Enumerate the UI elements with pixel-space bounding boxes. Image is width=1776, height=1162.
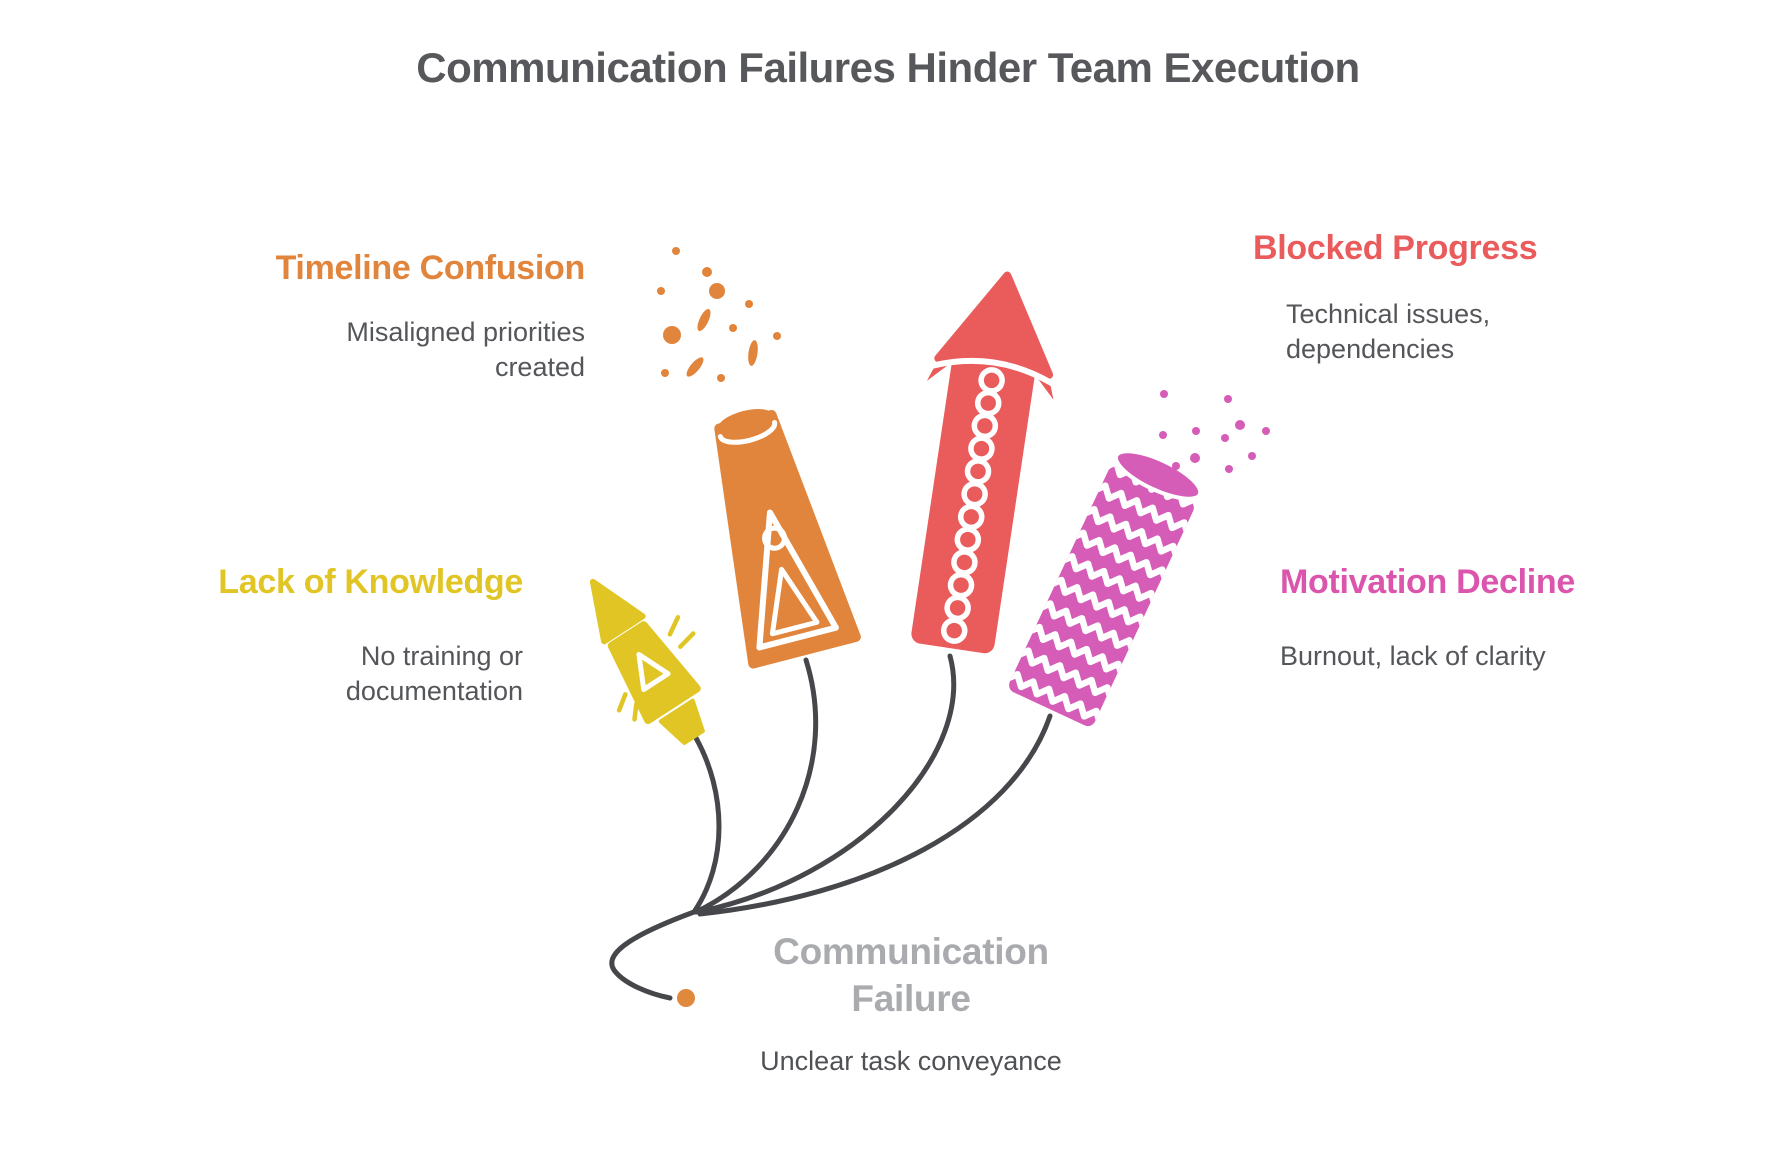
center-label: Communication Failure bbox=[773, 931, 1049, 1020]
cause-title: Motivation Decline bbox=[1280, 563, 1575, 601]
pink-confetti-icon bbox=[1159, 390, 1270, 473]
firework-cracker-pink-icon bbox=[1002, 449, 1203, 731]
cause-block-timeline-confusion: Timeline Confusion Misaligned priorities… bbox=[170, 248, 586, 386]
cause-description: Technical issues, dependencies bbox=[1286, 298, 1491, 365]
firework-fountain-orange-icon bbox=[714, 409, 861, 669]
cause-description: No training or documentation bbox=[345, 640, 523, 707]
fuse-lines bbox=[609, 653, 1053, 1001]
firework-rocket-yellow-icon bbox=[589, 578, 705, 745]
cause-description: Misaligned priorities created bbox=[346, 316, 585, 383]
cause-block-lack-of-knowledge: Lack of Knowledge No training or documen… bbox=[110, 562, 523, 710]
center-description: Unclear task conveyance bbox=[760, 1046, 1062, 1076]
cause-block-motivation-decline: Motivation Decline Burnout, lack of clar… bbox=[1280, 562, 1710, 674]
cause-block-blocked-progress: Blocked Progress Technical issues, depen… bbox=[1253, 228, 1683, 368]
cause-description: Burnout, lack of clarity bbox=[1280, 640, 1546, 671]
cause-title: Lack of Knowledge bbox=[218, 563, 523, 601]
firework-rocket-red-icon bbox=[911, 271, 1055, 654]
page-title: Communication Failures Hinder Team Execu… bbox=[416, 44, 1360, 91]
cause-title: Blocked Progress bbox=[1253, 229, 1538, 267]
orange-sparks-icon bbox=[657, 247, 781, 382]
fuse-spark-icon bbox=[677, 989, 695, 1007]
cause-title: Timeline Confusion bbox=[275, 249, 586, 287]
